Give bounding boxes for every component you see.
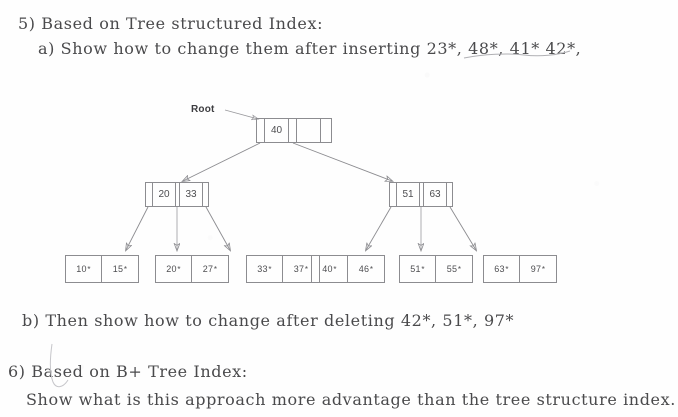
internal-right-pointer-1 <box>420 183 424 206</box>
internal-right-key-0: 51 <box>397 183 420 206</box>
root-cell-pointer-1 <box>289 119 297 142</box>
leaf-6-entry-0: 63* <box>484 256 521 282</box>
leaf-5-entry-1: 55* <box>446 264 462 274</box>
internal-left-key-0: 20 <box>153 183 176 206</box>
leaf-node-5: 51* 55* <box>399 255 473 283</box>
question-6a-text: Show what is this approach more advantag… <box>26 390 676 409</box>
leaf-1-entry-0: 10* <box>66 256 103 282</box>
leaf-5-entry-0: 51* <box>400 256 437 282</box>
leaf-4-entry-1: 46* <box>358 264 374 274</box>
question-5a-text: a) Show how to change them after inserti… <box>38 39 582 58</box>
leaf-4-entry-0: 40* <box>312 256 349 282</box>
internal-left-pointer-2 <box>203 183 208 206</box>
internal-left-key-1: 33 <box>180 183 203 206</box>
root-cell-pointer-0 <box>257 119 265 142</box>
internal-left-pointer-0 <box>146 183 153 206</box>
question-5-heading: 5) Based on Tree structured Index: <box>18 14 324 33</box>
internal-node-left: 20 33 <box>145 182 209 207</box>
root-node: 40 <box>256 118 332 143</box>
leaf-node-1: 10* 15* <box>65 255 139 283</box>
leaf-1-entry-1: 15* <box>112 264 128 274</box>
internal-right-key-1: 63 <box>424 183 447 206</box>
leaf-node-6: 63* 97* <box>483 255 557 283</box>
leaf-2-entry-0: 20* <box>156 256 193 282</box>
root-cell-key-0: 40 <box>265 119 289 142</box>
leaf-node-2: 20* 27* <box>155 255 229 283</box>
question-6-heading: 6) Based on B+ Tree Index: <box>8 362 248 381</box>
leaf-3-entry-1: 37* <box>293 264 309 274</box>
internal-left-pointer-1 <box>176 183 180 206</box>
question-5b-text: b) Then show how to change after deletin… <box>22 311 515 330</box>
leaf-node-4: 40* 46* <box>311 255 385 283</box>
root-cell-pointer-2 <box>321 119 331 142</box>
leaf-6-entry-1: 97* <box>530 264 546 274</box>
leaf-3-entry-0: 33* <box>247 256 284 282</box>
root-cell-key-1 <box>297 119 321 142</box>
internal-node-right: 51 63 <box>389 182 453 207</box>
leaf-2-entry-1: 27* <box>202 264 218 274</box>
internal-right-pointer-2 <box>447 183 452 206</box>
leaf-node-3: 33* 37* <box>246 255 320 283</box>
root-label: Root <box>191 104 215 115</box>
internal-right-pointer-0 <box>390 183 397 206</box>
